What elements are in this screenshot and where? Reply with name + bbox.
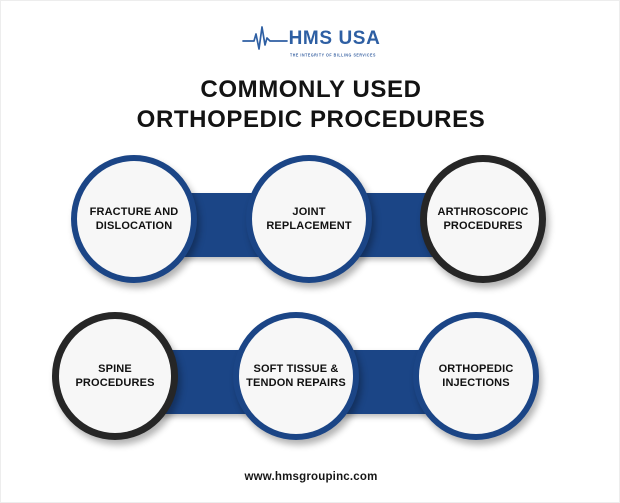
procedure-node-label: SOFT TISSUE & TENDON REPAIRS <box>246 363 346 389</box>
procedure-row-1: FRACTURE AND DISLOCATION JOINT REPLACEME… <box>1 149 619 289</box>
procedure-node-label: JOINT REPLACEMENT <box>266 206 352 232</box>
procedure-node-joint-replacement[interactable]: JOINT REPLACEMENT <box>246 155 372 283</box>
procedure-node-spine-procedures[interactable]: SPINE PROCEDURES <box>52 312 178 440</box>
footer: www.hmsgroupinc.com <box>1 467 619 485</box>
brand-logo: HMS USA THE INTEGRITY OF BILLING SERVICE… <box>1 17 619 65</box>
procedure-node-label: ORTHOPEDIC INJECTIONS <box>438 363 514 389</box>
page-title-line-1: COMMONLY USED <box>200 76 422 103</box>
ecg-pulse-icon <box>241 26 288 50</box>
footer-website-url[interactable]: www.hmsgroupinc.com <box>244 471 378 483</box>
procedure-row-2: SPINE PROCEDURES SOFT TISSUE & TENDON RE… <box>1 306 619 446</box>
logo-row: HMS USA <box>241 25 381 51</box>
logo-wordmark: HMS USA <box>288 27 381 49</box>
procedure-node-label: SPINE PROCEDURES <box>75 363 155 389</box>
procedure-node-soft-tissue-and-tendon-repairs[interactable]: SOFT TISSUE & TENDON REPAIRS <box>233 312 359 440</box>
procedure-node-fracture-and-dislocation[interactable]: FRACTURE AND DISLOCATION <box>71 155 197 283</box>
procedure-node-arthroscopic-procedures[interactable]: ARTHROSCOPIC PROCEDURES <box>420 155 546 283</box>
logo-tagline: THE INTEGRITY OF BILLING SERVICES <box>290 52 376 58</box>
page-title-line-2: ORTHOPEDIC PROCEDURES <box>136 106 486 133</box>
procedure-node-label: FRACTURE AND DISLOCATION <box>89 206 179 232</box>
procedure-node-label: ARTHROSCOPIC PROCEDURES <box>437 206 529 232</box>
procedure-node-orthopedic-injections[interactable]: ORTHOPEDIC INJECTIONS <box>413 312 539 440</box>
page-title: COMMONLY USED ORTHOPEDIC PROCEDURES <box>1 75 619 135</box>
